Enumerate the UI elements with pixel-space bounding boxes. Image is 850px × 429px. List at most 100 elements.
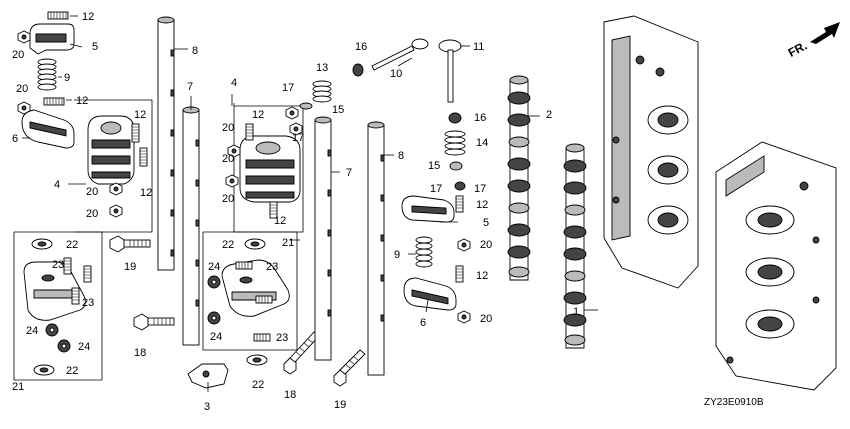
callout-21-left: 21 (12, 381, 24, 393)
rocker-assembly-21-center (221, 259, 290, 317)
nut-17-right (454, 181, 466, 191)
nut-20-center-b (225, 174, 239, 188)
bolt-18-center (283, 331, 320, 375)
callout-12-f: 12 (274, 215, 286, 227)
valve-11 (438, 39, 462, 103)
callout-17-a: 17 (282, 82, 294, 94)
diagram-code: ZY23E0910B (704, 397, 764, 408)
camshaft-1 (563, 143, 587, 349)
callout-23-d: 23 (276, 332, 288, 344)
callout-12-h: 12 (476, 270, 488, 282)
callout-19-center: 19 (334, 399, 346, 411)
callout-13: 13 (316, 62, 328, 74)
rocker-group-box-21-left (13, 231, 103, 381)
nut-20-left-4 (109, 204, 123, 218)
callout-4-center: 4 (231, 77, 237, 89)
rocker-group-box-left (74, 99, 153, 233)
rocker-group-box-center (233, 103, 304, 233)
spring-12-right-a (455, 195, 464, 213)
callout-20-f: 20 (222, 153, 234, 165)
bolt-19-left (109, 235, 151, 253)
callout-5-right: 5 (483, 217, 489, 229)
callout-17-d: 17 (474, 183, 486, 195)
callout-22-c: 22 (66, 365, 78, 377)
rocker-shaft-8-left (157, 16, 175, 271)
callout-12-e: 12 (252, 109, 264, 121)
rocker-assembly-4-left (87, 115, 135, 185)
spring-23-center-b (255, 295, 273, 304)
callout-18-left: 18 (134, 347, 146, 359)
callout-24-b: 24 (78, 341, 90, 353)
spring-23-center-a (235, 261, 253, 270)
callout-17-c: 17 (430, 183, 442, 195)
callout-12-d: 12 (140, 187, 152, 199)
callout-9-top: 9 (64, 72, 70, 84)
callout-4-left: 4 (54, 179, 60, 191)
rocker-arm-6-right (403, 277, 457, 311)
spring-23-left-a (63, 257, 72, 275)
callout-24-d: 24 (210, 331, 222, 343)
callout-12-b: 12 (76, 95, 88, 107)
callout-12-c: 12 (134, 109, 146, 121)
callout-16-center: 16 (355, 41, 367, 53)
callout-20-b: 20 (16, 83, 28, 95)
spring-13 (312, 80, 332, 103)
callout-1: 1 (573, 306, 579, 318)
callout-16-right: 16 (474, 112, 486, 124)
seal-24-left-b (57, 339, 71, 353)
callout-12-g: 12 (476, 199, 488, 211)
callout-10: 10 (390, 68, 402, 80)
spring-12-center-bottom (269, 201, 278, 219)
rocker-arm-6-left (21, 109, 75, 149)
callout-22-b: 22 (222, 239, 234, 251)
leader-lines (22, 15, 598, 392)
seal-24-center-b (207, 311, 221, 325)
washer-22-center-top (244, 238, 266, 250)
front-marker-label: FR. (786, 38, 810, 59)
rocker-assembly-21-left (23, 261, 86, 321)
spring-14 (444, 130, 466, 156)
seal-24-center-a (207, 275, 221, 289)
callout-6-right: 6 (420, 317, 426, 329)
callout-14: 14 (476, 137, 488, 149)
spring-12-left-a (131, 123, 140, 143)
callout-23-a: 23 (52, 259, 64, 271)
spring-12-left-b (139, 147, 148, 167)
nut-20-right-a (457, 238, 471, 252)
callout-2: 2 (546, 109, 552, 121)
callout-7-left: 7 (187, 81, 193, 93)
collar-16-right (448, 112, 462, 124)
rocker-shaft-8-center (367, 121, 385, 376)
callout-8-center: 8 (398, 150, 404, 162)
callout-20-h: 20 (480, 239, 492, 251)
washer-22-left-bottom (33, 364, 55, 376)
callout-7-center: 7 (346, 167, 352, 179)
spring-12-top (47, 11, 69, 20)
cylinder-head-front (715, 141, 837, 391)
callout-11: 11 (473, 41, 484, 53)
bracket-3 (187, 363, 229, 389)
rocker-shaft-7-left (182, 106, 200, 346)
callout-24-a: 24 (26, 325, 38, 337)
spring-23-left-b (83, 265, 92, 283)
rocker-assembly-4-center (239, 135, 301, 203)
front-direction-arrow-icon (810, 22, 840, 44)
valve-10 (371, 38, 429, 71)
callout-17-b: 17 (292, 132, 304, 144)
callout-20-a: 20 (12, 49, 24, 61)
nut-17-center (285, 106, 299, 120)
collar-16-center (352, 63, 364, 77)
bolt-18-left (133, 313, 175, 331)
nut-20-right-b (457, 310, 471, 324)
callout-22-d: 22 (252, 379, 264, 391)
callout-24-c: 24 (208, 261, 220, 273)
spring-23-center-c (253, 333, 271, 342)
washer-22-left-top (31, 238, 53, 250)
nut-20-left-3 (109, 182, 123, 196)
spring-12-right-b (455, 265, 464, 283)
cylinder-head-rear (603, 15, 699, 289)
callout-20-i: 20 (480, 313, 492, 325)
bolt-19-center (333, 349, 366, 387)
callout-21-center: 21 (282, 237, 294, 249)
